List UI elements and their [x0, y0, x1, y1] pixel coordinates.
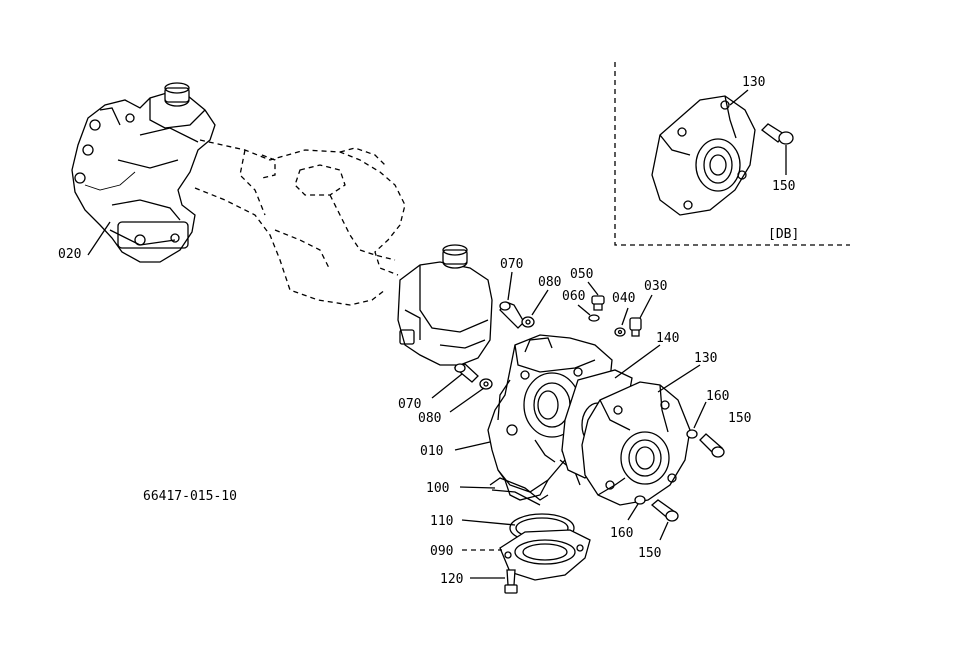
callout-070-lower: 070: [398, 397, 421, 412]
callout-100: 100: [426, 481, 449, 496]
callout-110: 110: [430, 514, 453, 529]
callout-080-lower: 080: [418, 411, 441, 426]
callout-inset-130: 130: [742, 75, 765, 90]
bolt-150-lower: [650, 499, 679, 522]
bolt-070-lower: [453, 363, 479, 383]
seal-and-cap-stack: [489, 477, 591, 581]
callout-010: 010: [420, 444, 443, 459]
washer-080-lower: [479, 378, 493, 390]
callout-020: 020: [58, 247, 81, 262]
callout-160-lower: 160: [610, 526, 633, 541]
callout-040: 040: [612, 291, 635, 306]
washer-160-lower: [634, 495, 646, 505]
inset-bolt-150: [761, 123, 794, 145]
washer-080-top: [521, 316, 535, 328]
front-axle-housing: [71, 82, 493, 366]
inset-bearing-cover: [651, 95, 756, 216]
bolt-150-right: [699, 433, 725, 458]
washer-160-right: [686, 429, 698, 439]
callout-090: 090: [430, 544, 453, 559]
callout-070-top: 070: [500, 257, 523, 272]
callout-080-top: 080: [538, 275, 561, 290]
callout-060: 060: [562, 289, 585, 304]
figure-code: 66417-015-10: [143, 489, 237, 504]
callout-inset-150: 150: [772, 179, 795, 194]
callout-150-lower: 150: [638, 546, 661, 561]
db-inset: [614, 62, 850, 246]
callout-140: 140: [656, 331, 679, 346]
callout-120: 120: [440, 572, 463, 587]
washer-040: [614, 327, 626, 337]
leader-lines: [87, 221, 707, 579]
callout-050: 050: [570, 267, 593, 282]
callout-130: 130: [694, 351, 717, 366]
washer-060: [588, 314, 600, 322]
bolt-070-top: [499, 301, 525, 329]
bolt-120: [504, 569, 518, 594]
inset-variant-label: [DB]: [768, 227, 799, 242]
plug-050: [591, 295, 605, 311]
callout-160-right: 160: [706, 389, 729, 404]
bearing-cover: [581, 381, 691, 506]
callout-150-right: 150: [728, 411, 751, 426]
plug-030: [629, 317, 642, 337]
callout-030: 030: [644, 279, 667, 294]
